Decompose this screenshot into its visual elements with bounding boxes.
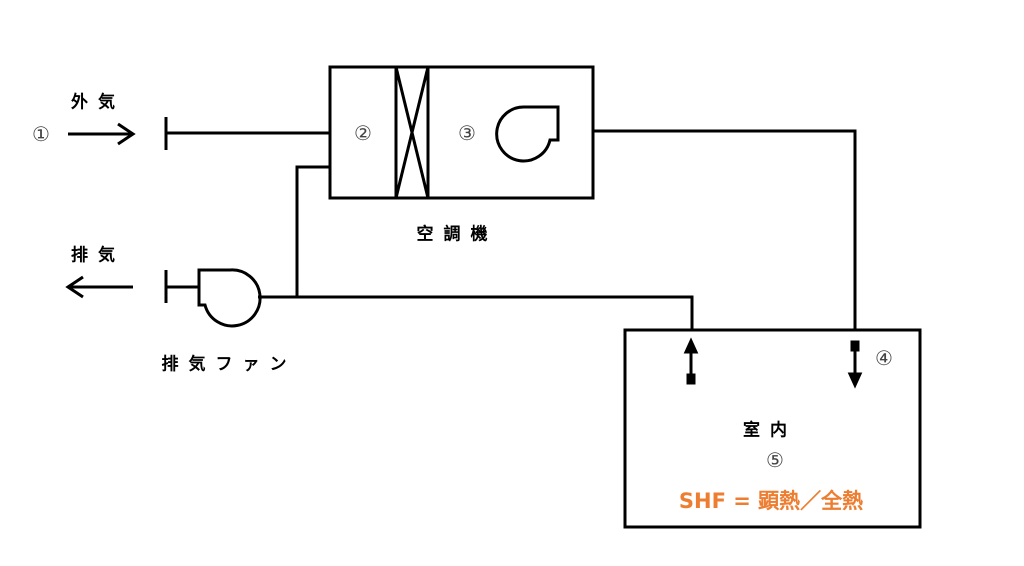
outside-air-intake <box>164 117 330 150</box>
supply-fan-icon <box>495 105 560 163</box>
point-4-label: ④ <box>875 346 893 370</box>
coil-icon <box>394 66 430 199</box>
room-box <box>623 328 922 529</box>
point-2-label: ② <box>354 121 372 145</box>
point-3-label: ③ <box>458 121 476 145</box>
outside-air-arrow <box>68 122 136 146</box>
room-label: 室内 <box>743 420 797 441</box>
point-1-label: ① <box>32 122 50 146</box>
supply-duct <box>593 129 857 330</box>
shf-formula: SHF = 顕熱／全熱 <box>678 489 864 513</box>
exhaust-fan-icon <box>197 268 262 328</box>
return-branch-duct <box>295 165 330 297</box>
supply-arrow-icon <box>847 340 863 389</box>
exhaust-air-arrow <box>65 275 133 299</box>
return-arrow-icon <box>683 337 699 385</box>
exhaust-outlet <box>164 270 199 303</box>
return-duct <box>258 295 694 330</box>
outside-air-label: 外気 <box>71 92 125 113</box>
exhaust-fan-label: 排気ファン <box>161 354 297 375</box>
point-5-label: ⑤ <box>766 448 784 472</box>
exhaust-air-label: 排気 <box>71 245 125 266</box>
ahu-label: 空調機 <box>416 224 498 245</box>
